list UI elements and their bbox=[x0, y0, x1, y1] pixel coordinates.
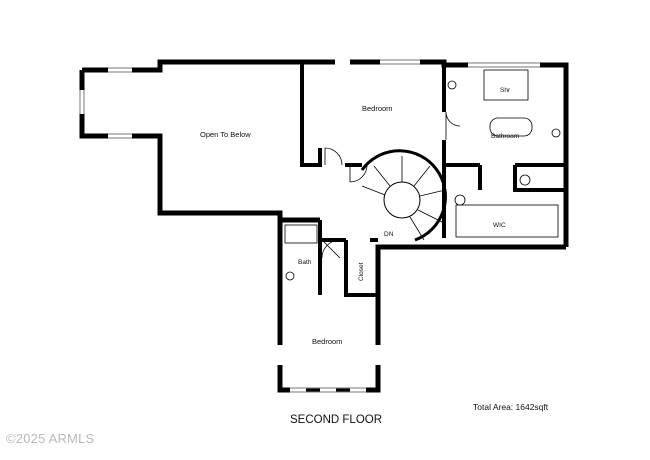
door-bath bbox=[321, 239, 341, 259]
stair-down-label: DN bbox=[384, 231, 394, 238]
closet-label: Closet bbox=[358, 262, 365, 281]
bathroom-label: Bathroom bbox=[491, 133, 519, 140]
door-bathroom bbox=[445, 111, 461, 140]
bedroom-lower-label: Bedroom bbox=[312, 337, 342, 346]
floor-title: SECOND FLOOR bbox=[290, 414, 383, 426]
door-bedroom bbox=[324, 147, 343, 166]
bath-closet-wall bbox=[318, 220, 378, 297]
bath-tub bbox=[284, 224, 318, 244]
bath-label: Bath bbox=[298, 259, 312, 266]
wic-wall bbox=[478, 165, 566, 192]
shower-label: Shr bbox=[500, 87, 511, 94]
door-hall bbox=[349, 164, 368, 183]
open-to-below-wall bbox=[79, 59, 302, 220]
top-outer-wall bbox=[302, 59, 569, 247]
bedroom-upper-label: Bedroom bbox=[362, 104, 392, 113]
bedroom-divider-left bbox=[300, 62, 322, 167]
total-area-label: Total Area: 1642sqft bbox=[473, 402, 549, 412]
copyright-watermark: ©2025 ARMLS bbox=[6, 431, 95, 446]
wic-shelf bbox=[455, 204, 559, 238]
wic-label: WIC bbox=[493, 222, 506, 229]
spiral-staircase bbox=[360, 149, 447, 242]
open-to-below-label: Open To Below bbox=[200, 130, 251, 139]
tub bbox=[489, 117, 533, 137]
shower bbox=[483, 69, 529, 101]
right-outer-wall bbox=[277, 217, 566, 393]
